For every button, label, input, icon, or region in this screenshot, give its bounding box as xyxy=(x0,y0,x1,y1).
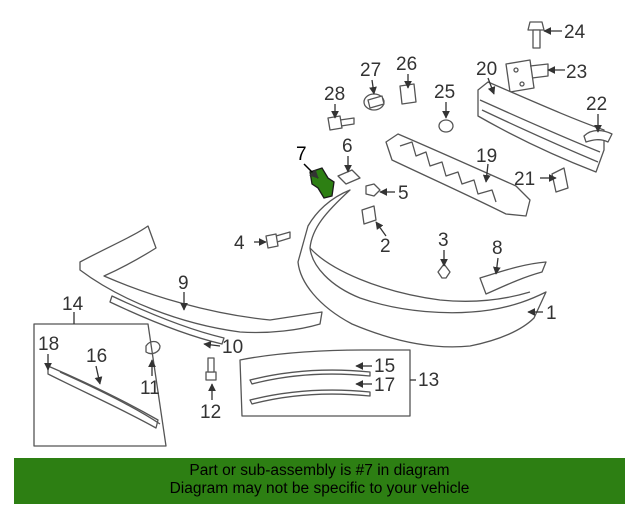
part-14-group xyxy=(33,323,167,447)
diagram-notice-banner: Part or sub-assembly is #7 in diagram Di… xyxy=(14,458,625,504)
callout-24: 24 xyxy=(564,22,586,43)
part-2-pad xyxy=(361,205,377,225)
callout-7: 7 xyxy=(296,144,307,165)
callout-22: 22 xyxy=(586,94,607,115)
part-8-bracket xyxy=(479,261,547,295)
banner-line-1: Part or sub-assembly is #7 in diagram xyxy=(189,462,450,479)
part-6-pad xyxy=(337,169,361,185)
part-3-clip xyxy=(437,263,451,279)
callout-28: 28 xyxy=(324,84,345,105)
callout-2: 2 xyxy=(380,236,391,257)
part-28-bolt xyxy=(327,115,355,131)
callout-25: 25 xyxy=(434,82,455,103)
callout-8: 8 xyxy=(492,238,503,259)
callout-19: 19 xyxy=(476,146,497,167)
callout-16: 16 xyxy=(86,346,107,367)
part-10-molding xyxy=(109,295,225,345)
callout-21: 21 xyxy=(514,169,535,190)
part-4-bolt xyxy=(265,231,291,249)
callout-18: 18 xyxy=(38,334,59,355)
callout-13: 13 xyxy=(418,370,439,391)
callout-10: 10 xyxy=(222,337,243,358)
part-23-bracket xyxy=(505,59,549,93)
part-20-impact-bar xyxy=(477,81,605,173)
callout-27: 27 xyxy=(360,60,381,81)
part-1-bumper-cover xyxy=(297,189,547,348)
part-24-bolt xyxy=(527,21,545,49)
callout-17: 17 xyxy=(374,375,395,396)
part-12-screw xyxy=(205,357,217,381)
part-27-rivet xyxy=(363,93,385,111)
callout-26: 26 xyxy=(396,54,417,75)
callout-3: 3 xyxy=(438,230,449,251)
parts-diagram: 1 2 3 4 5 6 7 8 9 10 11 12 13 14 15 16 1… xyxy=(33,21,613,447)
part-11-plug xyxy=(145,340,161,355)
callout-9: 9 xyxy=(178,273,189,294)
banner-line-2: Diagram may not be specific to your vehi… xyxy=(169,480,470,497)
callout-4: 4 xyxy=(234,233,245,254)
part-19-energy-absorber xyxy=(385,133,531,217)
part-7-bracket xyxy=(309,167,335,199)
callout-23: 23 xyxy=(566,62,587,83)
callout-1: 1 xyxy=(546,303,557,324)
part-5-nut xyxy=(365,183,381,197)
callout-6: 6 xyxy=(342,136,353,157)
part-13-group xyxy=(239,349,411,417)
callout-11: 11 xyxy=(140,378,160,399)
callout-15: 15 xyxy=(374,356,395,377)
callout-14: 14 xyxy=(62,294,84,315)
part-25-plug xyxy=(438,119,454,133)
callout-5: 5 xyxy=(398,183,409,204)
part-21-bracket xyxy=(551,167,569,193)
callout-20: 20 xyxy=(476,59,497,80)
callout-12: 12 xyxy=(200,402,221,423)
part-9-molding xyxy=(79,225,323,334)
part-22-clip xyxy=(583,129,613,143)
